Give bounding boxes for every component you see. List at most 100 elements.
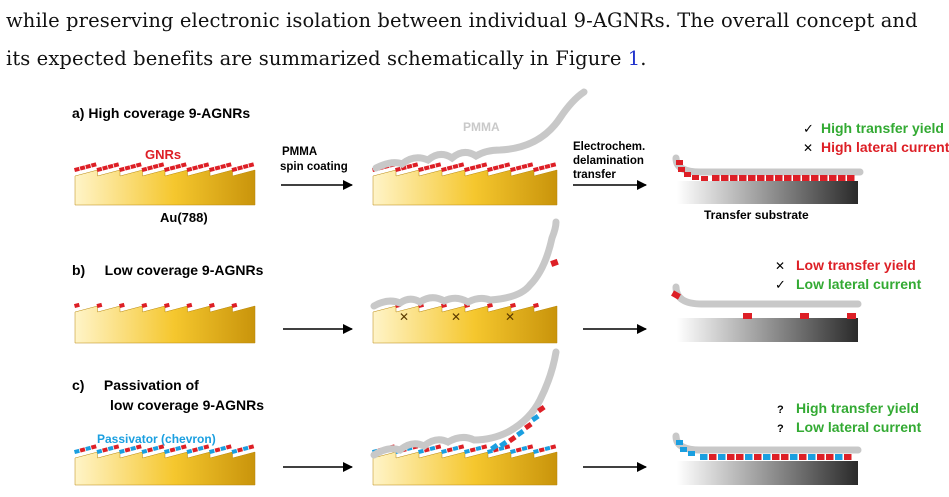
gnr-segment xyxy=(225,162,232,168)
gnr-segment xyxy=(147,165,153,171)
gnr-row-b xyxy=(73,298,254,309)
gnr-segment xyxy=(96,166,103,172)
outcome-a2-mark: ✕ xyxy=(803,141,813,155)
passivated-gnr-segment xyxy=(163,448,170,454)
gnr-segment xyxy=(423,165,430,171)
passivated-gnr-segment xyxy=(463,448,470,454)
passivated-gnr-segment xyxy=(158,444,165,450)
au788-substrate-b xyxy=(74,305,256,344)
gnr-segment xyxy=(248,298,254,303)
panel-a-title: a) High coverage 9-AGNRs xyxy=(72,105,250,121)
gnr-segment xyxy=(498,163,505,169)
gnr-segment xyxy=(175,163,182,169)
passivated-gnr-segment xyxy=(521,445,528,451)
passivated-gnr-segment xyxy=(79,447,86,453)
pmma-label: PMMA xyxy=(463,120,500,134)
passivated-gnr-segment xyxy=(532,448,539,454)
defect-marker-icon: ✕ xyxy=(451,310,461,324)
passivated-gnr-segment xyxy=(180,444,187,450)
passivated-gnr-segment xyxy=(124,447,131,453)
gnr-segment xyxy=(79,165,86,171)
gnr-segment xyxy=(130,163,137,169)
gnr-segment xyxy=(91,298,97,303)
gnr-passivated-row-c xyxy=(73,444,255,454)
passivated-gnr-segment xyxy=(531,413,540,423)
passivated-gnr-segment xyxy=(538,447,545,453)
gnr-b-t3 xyxy=(847,313,856,319)
gnr-segment xyxy=(141,302,148,308)
gnr-segment xyxy=(538,165,545,171)
gnr-segment xyxy=(676,160,683,165)
transfer-substrate-c xyxy=(677,461,858,485)
gnr-segment xyxy=(215,301,221,306)
gnr-segment xyxy=(692,175,699,180)
passivated-gnr-segment xyxy=(452,445,459,452)
gnr-segment xyxy=(544,163,551,169)
passivated-gnr-segment xyxy=(475,445,482,451)
gnr-segment xyxy=(684,172,691,177)
passivated-gnr-segment xyxy=(790,454,798,460)
gnr-segment xyxy=(85,300,91,305)
gnr-segment xyxy=(175,300,181,305)
figure-reference-link[interactable]: 1 xyxy=(627,47,641,70)
passivated-gnr-segment xyxy=(135,444,142,450)
gnr-segment xyxy=(481,162,488,168)
passivated-gnr-segment xyxy=(808,454,816,460)
gnr-segment xyxy=(521,300,527,305)
panel-c-title-line2: low coverage 9-AGNRs xyxy=(110,397,264,413)
gnr-segment xyxy=(516,301,522,306)
au788-label: Au(788) xyxy=(160,210,208,225)
pmma-layer-a xyxy=(372,88,588,172)
gnr-segment xyxy=(829,175,837,181)
gnr-segment xyxy=(766,175,774,181)
passivated-gnr-segment xyxy=(429,445,436,451)
gnr-segment xyxy=(452,163,459,170)
outcome-b2-mark: ✓ xyxy=(775,277,786,292)
gnrs-label: GNRs xyxy=(145,147,181,162)
au788-substrate-c xyxy=(74,451,256,486)
au788-substrate-c2 xyxy=(372,451,558,486)
gnr-segment xyxy=(237,301,243,306)
gnr-segment xyxy=(198,300,204,305)
gnr-segment xyxy=(226,298,232,303)
gnr-segment xyxy=(394,166,401,172)
gnr-segment xyxy=(811,175,819,181)
gnr-segment xyxy=(793,175,801,181)
gnr-segment xyxy=(180,162,187,168)
passivated-gnr-segment xyxy=(515,447,522,453)
pmma-transferred-a xyxy=(672,154,864,176)
passivated-gnr-segment xyxy=(458,444,465,450)
gnr-segment xyxy=(492,165,499,171)
gnr-segment xyxy=(847,175,855,181)
passivated-gnr-segment xyxy=(799,454,807,460)
gnr-b-edge xyxy=(671,290,681,300)
gnr-segment xyxy=(678,167,685,172)
gnr-segment xyxy=(532,302,539,308)
passivated-gnr-segment xyxy=(446,447,453,453)
gnr-b-t1 xyxy=(743,313,752,319)
gnr-segment xyxy=(152,163,159,169)
gnr-segment xyxy=(412,162,419,168)
passivated-gnr-segment xyxy=(835,454,843,460)
gnr-segment xyxy=(237,165,243,171)
gnr-segment xyxy=(730,175,738,181)
passivated-gnr-segment xyxy=(469,447,476,453)
gnr-segment xyxy=(170,301,176,306)
paragraph-line-2-end: . xyxy=(640,47,647,70)
gnr-segment xyxy=(108,300,114,305)
passivated-gnr-segment xyxy=(504,444,511,450)
outcome-c1-mark: ? xyxy=(777,404,784,416)
gnr-segment xyxy=(85,163,92,170)
gnr-segment xyxy=(784,175,792,181)
transfer-substrate-a xyxy=(677,181,858,204)
step2-label-line3: transfer xyxy=(573,169,616,181)
step2-label-line1: Electrochem. xyxy=(573,141,645,153)
gnr-segment xyxy=(532,166,539,172)
passivated-gnr-segment xyxy=(118,448,125,454)
passivated-gnr-segment xyxy=(147,447,153,453)
gnr-segment xyxy=(701,176,708,181)
step1-label-line1: PMMA xyxy=(282,146,317,158)
passivated-gnr-segment xyxy=(524,421,533,431)
gnr-segment xyxy=(124,165,131,171)
gnr-segment xyxy=(429,163,436,170)
